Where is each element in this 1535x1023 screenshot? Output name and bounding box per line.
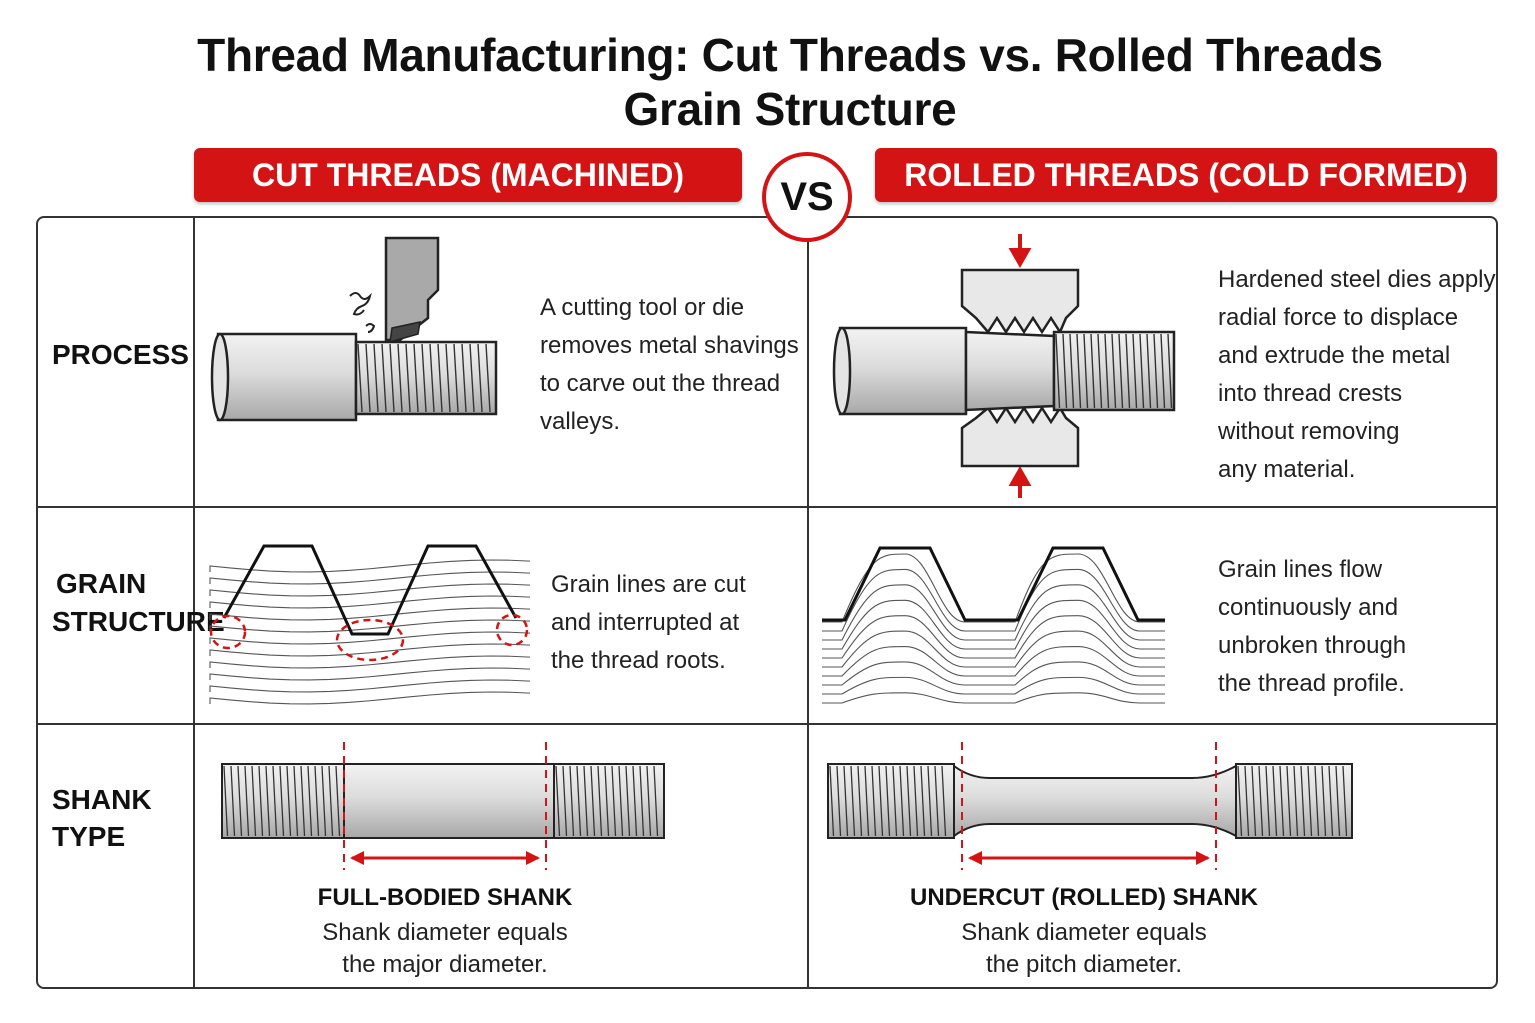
bottom-force-arrow xyxy=(1008,465,1032,498)
metal-chip-small-icon xyxy=(365,323,376,333)
cut-grain-lines xyxy=(209,559,531,705)
cutting-tool xyxy=(384,236,440,342)
center-column-divider xyxy=(807,216,809,989)
cut-thread-ridges xyxy=(357,343,491,413)
cut-blank-end xyxy=(210,332,230,422)
interrupted-grain-marker-center xyxy=(335,618,405,662)
cutting-tool-tip xyxy=(389,321,421,344)
top-force-arrow xyxy=(1008,234,1032,269)
cut-threads-header: CUT THREADS (MACHINED) xyxy=(194,148,742,202)
rolled-stud-body xyxy=(953,764,1237,838)
row-divider-2 xyxy=(36,723,1498,725)
metal-chip-icon xyxy=(349,292,372,316)
bottom-rolling-die xyxy=(960,405,1080,468)
interrupted-grain-marker-right xyxy=(495,613,529,647)
row-label-grain-1: GRAIN xyxy=(56,568,147,599)
rolled-stud-left-thread xyxy=(827,763,955,839)
row-divider-1 xyxy=(36,506,1498,508)
cut-blank-shank xyxy=(216,332,358,422)
rolled-grain-lines xyxy=(822,553,1165,704)
full-bodied-shank-title: FULL-BODIED SHANK xyxy=(317,884,573,911)
full-bodied-shank-text: Shank diameter equals the major diameter… xyxy=(322,919,568,978)
row-label-grain-2: STRUCTURE xyxy=(52,606,225,637)
cut-thread-profile xyxy=(222,544,518,636)
row-label-shank-1: SHANK xyxy=(52,784,152,815)
label-column-divider xyxy=(193,216,195,989)
rolled-blank-end xyxy=(832,326,852,416)
grain-cut-description: Grain lines are cut and interrupted at t… xyxy=(551,571,746,674)
page-subtitle: Grain Structure xyxy=(623,83,957,135)
rolled-threads-header: ROLLED THREADS (COLD FORMED) xyxy=(875,148,1497,202)
undercut-shank-text: Shank diameter equals the pitch diameter… xyxy=(961,919,1207,978)
interrupted-grain-marker-left xyxy=(209,614,247,650)
row-label-shank-2: TYPE xyxy=(52,821,126,852)
row-label-process: PROCESS xyxy=(52,339,189,370)
rolled-thread-ridges xyxy=(1055,333,1173,409)
grain-rolled-description: Grain lines flow continuously and unbrok… xyxy=(1218,556,1407,697)
top-rolling-die xyxy=(960,268,1080,335)
process-rolled-description: Hardened steel dies apply radial force t… xyxy=(1218,266,1496,483)
rolled-thread-profile xyxy=(822,546,1165,622)
process-cut-description: A cutting tool or die removes metal shav… xyxy=(540,294,799,435)
undercut-shank-title: UNDERCUT (ROLLED) SHANK xyxy=(910,884,1258,911)
page-title: Thread Manufacturing: Cut Threads vs. Ro… xyxy=(197,29,1383,81)
vs-badge: VS xyxy=(762,152,852,242)
rolled-blank-shank xyxy=(838,326,968,416)
